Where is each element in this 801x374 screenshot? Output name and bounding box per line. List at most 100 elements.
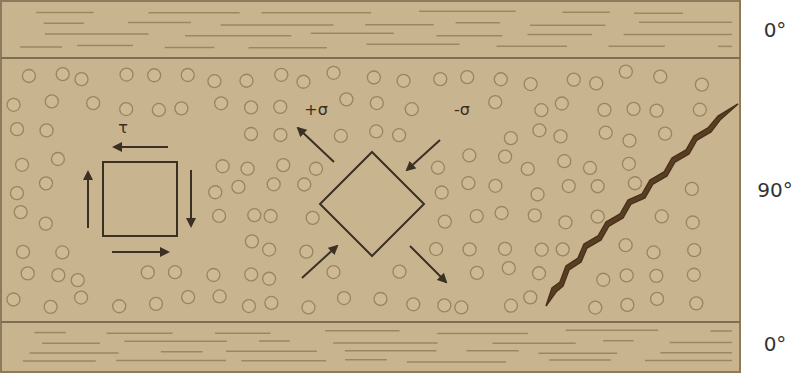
fiber-end bbox=[693, 103, 706, 116]
fiber-end bbox=[209, 186, 222, 199]
fiber-end bbox=[182, 291, 195, 304]
fiber-end bbox=[591, 180, 604, 193]
fiber-end bbox=[647, 246, 660, 259]
fiber-stroke bbox=[148, 12, 239, 14]
fiber-end bbox=[240, 74, 253, 87]
fiber-end bbox=[265, 296, 278, 309]
ply-angle-label: 90° bbox=[757, 180, 792, 200]
fiber-end bbox=[44, 300, 57, 313]
fiber-end bbox=[597, 273, 610, 286]
fiber-stroke bbox=[116, 360, 226, 362]
fiber-end bbox=[685, 182, 698, 195]
fiber-end bbox=[393, 265, 406, 278]
fiber-end bbox=[327, 266, 340, 279]
fiber-stroke bbox=[407, 361, 506, 363]
fiber-end bbox=[524, 291, 537, 304]
fiber-end bbox=[242, 300, 255, 313]
fiber-end bbox=[498, 242, 511, 255]
fiber-end bbox=[277, 159, 290, 172]
fiber-stroke bbox=[670, 342, 732, 344]
fiber-stroke bbox=[311, 32, 394, 34]
fiber-stroke bbox=[185, 35, 291, 37]
fiber-end bbox=[554, 130, 567, 143]
fiber-end bbox=[300, 245, 313, 258]
fiber-end bbox=[120, 68, 133, 81]
fiber-end bbox=[306, 211, 319, 224]
fiber-stroke bbox=[345, 359, 387, 361]
fiber-stroke bbox=[325, 330, 399, 332]
fiber-end bbox=[75, 291, 88, 304]
fiber-end bbox=[430, 243, 443, 256]
fiber-end bbox=[690, 297, 703, 310]
fiber-stroke bbox=[436, 35, 502, 37]
fiber-end bbox=[434, 73, 447, 86]
fiber-end bbox=[463, 243, 476, 256]
stress-symbol: -σ bbox=[454, 102, 470, 118]
fiber-end bbox=[51, 153, 64, 166]
fiber-end bbox=[327, 66, 340, 79]
fiber-stroke bbox=[226, 350, 317, 352]
fiber-end bbox=[245, 127, 258, 140]
fiber-stroke bbox=[639, 22, 732, 24]
fiber-stroke bbox=[333, 342, 437, 344]
fiber-stroke bbox=[128, 22, 191, 24]
fiber-end bbox=[489, 96, 502, 109]
fiber-end bbox=[533, 124, 546, 137]
fiber-stroke bbox=[30, 352, 119, 354]
fiber-end bbox=[113, 300, 126, 313]
fiber-end bbox=[504, 299, 517, 312]
fiber-strokes bbox=[20, 11, 732, 362]
fiber-end bbox=[499, 150, 512, 163]
fiber-end bbox=[555, 97, 568, 110]
fiber-end bbox=[489, 179, 502, 192]
fiber-end bbox=[215, 97, 228, 110]
fiber-stroke bbox=[419, 11, 516, 13]
fiber-end bbox=[370, 97, 383, 110]
fiber-stroke bbox=[44, 23, 84, 25]
fiber-end bbox=[370, 125, 383, 138]
fiber-end bbox=[21, 267, 34, 280]
fiber-stroke bbox=[609, 45, 665, 47]
fiber-end bbox=[590, 77, 603, 90]
fiber-end bbox=[455, 301, 468, 314]
fiber-end bbox=[141, 266, 154, 279]
fiber-end bbox=[393, 129, 406, 142]
fiber-end bbox=[559, 216, 572, 229]
fiber-stroke bbox=[603, 340, 634, 342]
fiber-end bbox=[367, 71, 380, 84]
fiber-stroke bbox=[36, 12, 93, 14]
fiber-stroke bbox=[645, 360, 732, 362]
fiber-stroke bbox=[34, 332, 65, 334]
fiber-end bbox=[531, 188, 544, 201]
fiber-end bbox=[216, 160, 229, 173]
fiber-stroke bbox=[259, 340, 290, 342]
fiber-stroke bbox=[365, 24, 434, 26]
fiber-end bbox=[16, 158, 29, 171]
ply-boundary bbox=[1, 321, 740, 323]
stress-element bbox=[298, 128, 446, 282]
ply-angle-label: 0° bbox=[764, 20, 787, 40]
fiber-end bbox=[438, 215, 451, 228]
fiber-end bbox=[495, 207, 508, 220]
fiber-end bbox=[470, 210, 483, 223]
fiber-stroke bbox=[367, 44, 460, 46]
fiber-end bbox=[470, 266, 483, 279]
fiber-stroke bbox=[711, 330, 732, 332]
fiber-end bbox=[651, 292, 664, 305]
fiber-stroke bbox=[437, 333, 528, 335]
fiber-end bbox=[533, 267, 546, 280]
fiber-stroke bbox=[528, 34, 592, 36]
fiber-end bbox=[695, 78, 708, 91]
fiber-stroke bbox=[634, 12, 683, 14]
fiber-end bbox=[340, 93, 353, 106]
fiber-end bbox=[589, 301, 602, 314]
fiber-end bbox=[650, 104, 663, 117]
fiber-stroke bbox=[624, 34, 732, 36]
fiber-end bbox=[7, 98, 20, 111]
ply-boundary bbox=[1, 57, 740, 59]
fiber-stroke bbox=[161, 351, 203, 353]
fiber-end bbox=[502, 262, 515, 275]
fiber-end bbox=[40, 124, 53, 137]
fiber-end bbox=[528, 209, 541, 222]
fiber-end bbox=[405, 103, 418, 116]
